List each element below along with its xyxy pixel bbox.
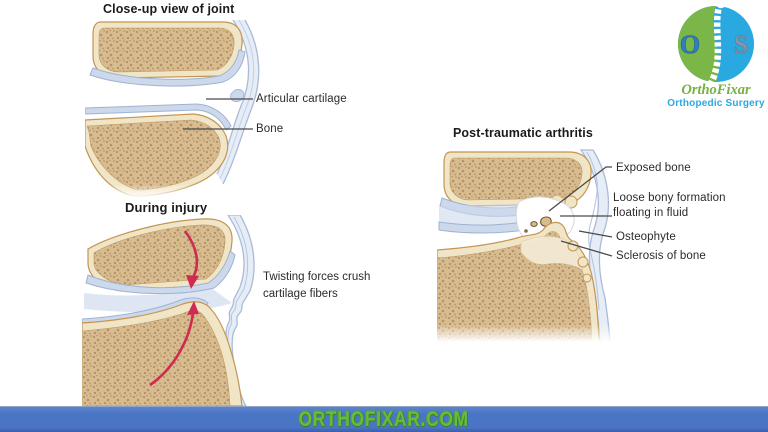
upper-cartilage xyxy=(85,250,236,295)
logo-letter-s: S xyxy=(734,30,748,59)
force-arrow-lower xyxy=(149,301,199,387)
injury-panel-title: During injury xyxy=(125,200,208,215)
upper-cartilage xyxy=(89,49,246,87)
label-osteophyte: Osteophyte xyxy=(616,231,676,243)
post-traumatic-arthritis-illustration xyxy=(437,149,625,342)
top-bone-trabecular xyxy=(98,27,235,73)
lower-cartilage xyxy=(85,103,232,131)
arthritis-panel-title: Post-traumatic arthritis xyxy=(453,126,593,140)
during-injury-illustration xyxy=(82,215,255,406)
top-bone-trabecular xyxy=(449,157,583,201)
label-exposed-bone: Exposed bone xyxy=(616,162,691,174)
force-arrow-upper xyxy=(183,230,199,289)
joint-fluid xyxy=(439,204,527,228)
label-bone: Bone xyxy=(256,123,284,135)
capsule-mid-line xyxy=(219,20,255,180)
capsule-outer-line xyxy=(222,20,260,185)
closeup-panel-title: Close-up view of joint xyxy=(103,2,235,16)
footer-bar: ORTHOFIXAR.COM xyxy=(0,406,768,432)
injury-caption: Twisting forces crush cartilage fibers xyxy=(263,271,371,300)
orthofixar-logo: O S OrthoFixar Orthopedic Surgery xyxy=(664,1,768,114)
label-loose-bony-formation: Loose bony formation floating in fluid xyxy=(613,192,726,219)
footer-site-text: ORTHOFIXAR.COM xyxy=(298,407,470,431)
logo-spine-icon xyxy=(708,1,725,85)
meniscus-fold xyxy=(230,89,245,102)
bottom-fade xyxy=(437,324,625,342)
logo-tagline: Orthopedic Surgery xyxy=(667,98,765,109)
logo-circle-green-half xyxy=(678,6,719,82)
logo-name: OrthoFixar xyxy=(681,82,751,98)
top-bone-trabecular xyxy=(93,224,226,286)
logo-emblem: O S xyxy=(678,1,754,85)
bottom-fade xyxy=(85,184,263,198)
label-sclerosis-of-bone: Sclerosis of bone xyxy=(616,250,706,262)
closeup-joint-illustration xyxy=(85,20,263,198)
logo-letter-o: O xyxy=(680,30,700,59)
bottom-bone-trabecular xyxy=(82,310,231,406)
label-articular-cartilage: Articular cartilage xyxy=(256,93,347,105)
